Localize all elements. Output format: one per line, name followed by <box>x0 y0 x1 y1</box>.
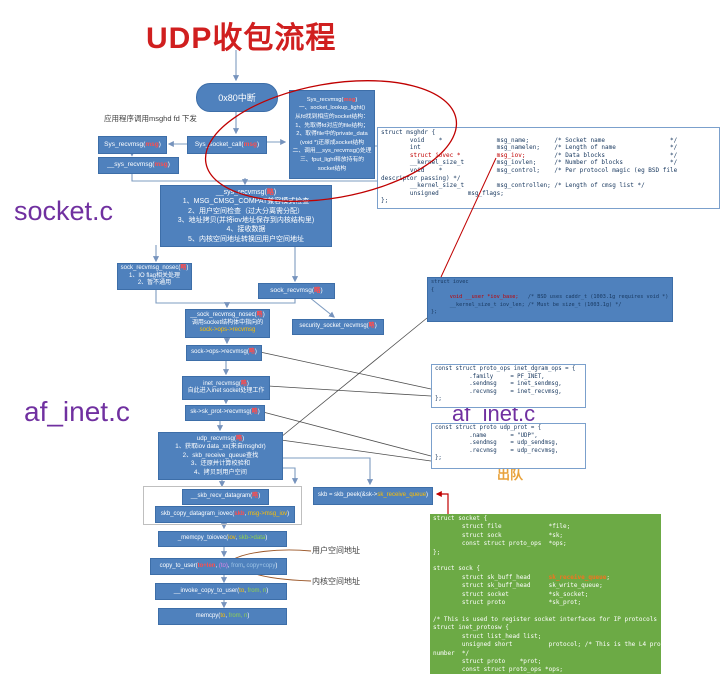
skb-copy-datagram-node: skb_copy_datagram_iovec(skb, msg->msg_io… <box>155 506 295 523</box>
page-title: UDP收包流程 <box>146 22 337 55</box>
skb-recv-datagram-node: __skb_recv_datagram(略) <box>182 489 269 505</box>
udp-prot-box: const struct proto udp_prot = { .name = … <box>431 423 586 469</box>
socket-c-label: socket.c <box>14 196 114 226</box>
invoke-copy-to-user-node: __invoke_copy_to_user(to, from, n) <box>155 583 287 600</box>
user-space-label: 用户空间地址 <box>312 546 360 555</box>
inet-dgram-ops-box: const struct proto_ops inet_dgram_ops = … <box>431 364 586 408</box>
security-socket-recvmsg-node: security_socket_recvmsg(略) <box>292 319 384 335</box>
sys-socket-call-node: Sys_socket_call(msg) <box>187 136 267 154</box>
app-call-label: 应用程序调用msghd fd 下发 <box>104 114 197 123</box>
sock-recvmsg-node: sock_recvmsg(略) <box>258 283 335 299</box>
memcpy-toiovec-node: _memcpy_toiovec(iov, skb->data) <box>158 531 287 547</box>
memcpy-node: memcpy(to, from, n) <box>158 608 287 625</box>
sk-prot-recvmsg-node: sk->sk_prot->recvmsg(略) <box>185 405 265 421</box>
dequeue-label: 出队 <box>497 467 524 482</box>
inet-recvmsg-node: inet_recvmsg(略)自此进入inet socket处理工作 <box>182 376 270 400</box>
copy-to-user-node: copy_to_user(to+len, (to), from, copy+co… <box>150 558 287 575</box>
sock-ops-recvmsg-node: sock->ops->recvmsg(略) <box>186 345 262 361</box>
sys-recvmsg-inner-node: __sys_recvmsg(msg) <box>98 157 179 174</box>
sys-recvmsg-node: Sys_recvmsg(msg) <box>98 136 167 154</box>
sys-recvmsg-detail-node: Sys_recvmsg(msg)一、socket_lookup_light()从… <box>289 90 375 179</box>
iovec-struct-box: struct iovec{ void __user *iov_base; /* … <box>427 277 673 322</box>
msghdr-struct-box: struct msghdr { void * msg_name; /* Sock… <box>377 127 720 209</box>
socket-struct-box: struct socket { struct file *file; struc… <box>430 514 661 674</box>
interrupt-node: 0x80中断 <box>196 83 278 112</box>
datagram-group <box>143 486 302 525</box>
af-inet-left-label: af_inet.c <box>24 396 130 427</box>
kernel-space-label: 内核空间地址 <box>312 577 360 586</box>
skb-peek-node: skb = skb_peek(&sk->sk_receive_queue) <box>313 487 433 505</box>
udp-recvmsg-node: udp_recvmsg(略)1、获取iov data_xx(来自msghdr)2… <box>158 432 283 480</box>
